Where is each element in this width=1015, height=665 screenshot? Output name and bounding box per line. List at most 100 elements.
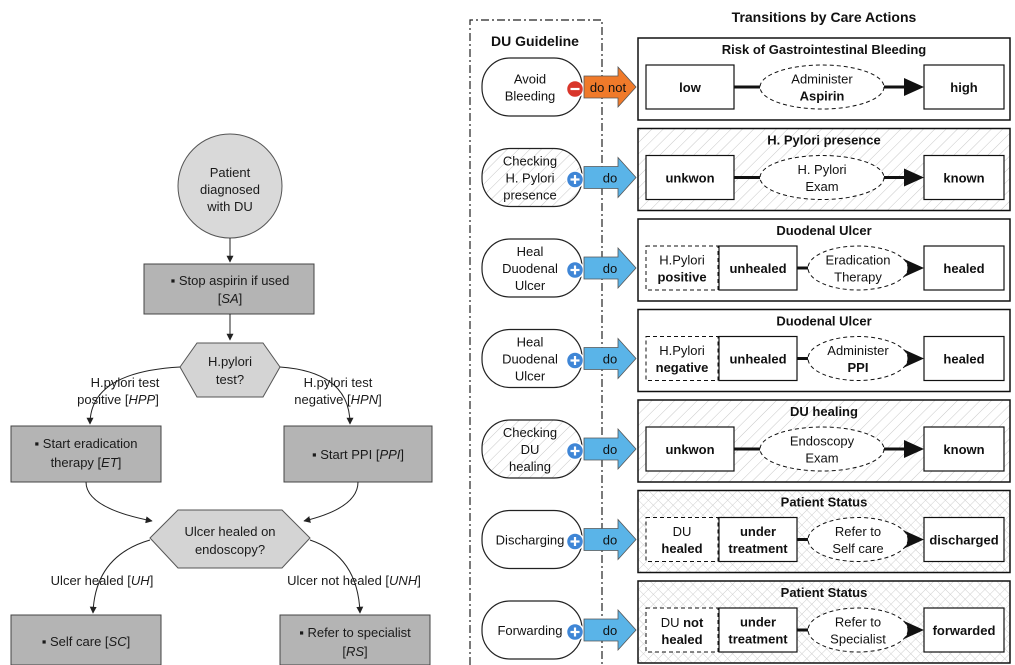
from-state: [718, 607, 798, 653]
transition-arrowhead: [904, 78, 924, 96]
goal-line-2: DU: [521, 442, 540, 457]
unh-label: Ulcer not healed [UNH]: [287, 573, 421, 588]
to-state: [923, 607, 1005, 653]
uh-label: Ulcer healed [UH]: [51, 573, 154, 588]
precondition-line-2: positive: [657, 270, 706, 285]
action-type-label: do not: [590, 80, 627, 95]
precondition-line-1: DU: [673, 524, 692, 539]
care-action-line-2: Specialist: [830, 632, 886, 647]
to-state-line-1: healed: [943, 352, 984, 367]
care-action-line-1: H. Pylori: [797, 162, 846, 177]
from-state-line-1: unkwon: [665, 442, 714, 457]
to-state: [923, 335, 1005, 382]
action-arrow: [583, 337, 637, 380]
hpylori-test-decision: [179, 342, 281, 398]
precondition-state: [645, 607, 719, 653]
care-action-line-2: Therapy: [834, 270, 882, 285]
from-state-line-2: treatment: [728, 632, 788, 647]
action-arrow: [583, 608, 637, 652]
hpp-label-line-2: positive [HPP]: [77, 392, 159, 407]
transition-arrowhead: [904, 168, 924, 187]
care-action: [807, 245, 909, 291]
precondition-line-2: negative: [656, 360, 709, 375]
from-state-line-1: unhealed: [729, 261, 786, 276]
care-action: [759, 426, 885, 472]
to-state-line-1: discharged: [929, 533, 998, 548]
from-state: [718, 245, 798, 291]
precondition-line-1: H.Pylori: [659, 253, 705, 268]
transitions-title: Transitions by Care Actions: [732, 9, 917, 25]
care-action-line-1: Administer: [827, 343, 889, 358]
care-action-line-2: PPI: [848, 360, 869, 375]
to-state-line-1: known: [943, 442, 984, 457]
precondition-state: [645, 517, 719, 562]
to-state: [923, 516, 1005, 563]
to-state: [923, 426, 1005, 472]
precondition-line-1: DU not: [661, 615, 704, 630]
ulcer-decision-line-2: endoscopy?: [195, 542, 265, 557]
to-state: [923, 245, 1005, 291]
precondition-line-2: healed: [661, 632, 702, 647]
care-action: [807, 607, 909, 653]
care-action-line-1: Endoscopy: [790, 434, 855, 449]
hpylori-test-line-2: test?: [216, 372, 244, 387]
goal-line-2: Duodenal: [502, 261, 558, 276]
ulcer-decision-line-1: Ulcer healed on: [184, 524, 275, 539]
goal-line-2: Bleeding: [505, 89, 556, 104]
edge-test-hpp: [86, 366, 181, 425]
from-state: [718, 335, 798, 382]
to-state-line-1: healed: [943, 261, 984, 276]
edge-test-hpn: [279, 366, 354, 425]
transition-arrowhead: [904, 259, 924, 277]
guideline-title: DU Guideline: [491, 33, 579, 49]
eradication-line-2: therapy [ET]: [51, 455, 122, 470]
transition-arrowhead: [904, 621, 924, 639]
goal-line-2: Duodenal: [502, 352, 558, 367]
hpn-label-line-2: negative [HPN]: [294, 392, 381, 407]
goal-line-1: Discharging: [496, 533, 565, 548]
goal-line-3: presence: [503, 188, 556, 203]
action-type-label: do: [603, 623, 617, 638]
hpylori-test-line-1: H.pylori: [208, 354, 252, 369]
from-state: [645, 426, 735, 472]
to-state-line-1: forwarded: [933, 623, 996, 638]
goal-line-1: Checking: [503, 425, 557, 440]
precondition-line-1: H.Pylori: [659, 343, 705, 358]
care-action-line-2: Exam: [805, 179, 838, 194]
care-action-line-1: Refer to: [835, 524, 881, 539]
action-arrow: [583, 156, 637, 199]
section-title: Duodenal Ulcer: [776, 314, 871, 329]
care-action-line-1: Eradication: [825, 253, 890, 268]
refer-box: [279, 614, 431, 665]
to-state-line-1: high: [950, 80, 977, 95]
stop-aspirin-code: [SA]: [218, 291, 243, 306]
to-state-line-1: known: [943, 171, 984, 186]
from-state-line-1: low: [679, 80, 702, 95]
precondition-line-2: healed: [661, 541, 702, 556]
edge-decision-sc: [89, 539, 151, 614]
section-title: Patient Status: [781, 495, 868, 510]
care-action-line-2: Exam: [805, 451, 838, 466]
action-type-label: do: [603, 442, 617, 457]
refer-text: ▪ Refer to specialist: [299, 625, 411, 640]
start-line-3: with DU: [206, 199, 253, 214]
care-action: [807, 517, 909, 562]
care-action-line-2: Self care: [832, 541, 883, 556]
action-arrow: [583, 427, 637, 471]
care-action-line-2: Aspirin: [800, 89, 845, 104]
goal-line-1: Avoid: [514, 72, 546, 87]
from-state: [645, 64, 735, 110]
goal-line-3: Ulcer: [515, 369, 546, 384]
from-state-line-1: unhealed: [729, 352, 786, 367]
ppi-text: ▪ Start PPI [PPI]: [312, 447, 404, 462]
goal-line-1: Checking: [503, 154, 557, 169]
start-line-1: Patient: [210, 165, 251, 180]
ulcer-decision: [149, 509, 311, 569]
action-arrow: [583, 246, 637, 290]
